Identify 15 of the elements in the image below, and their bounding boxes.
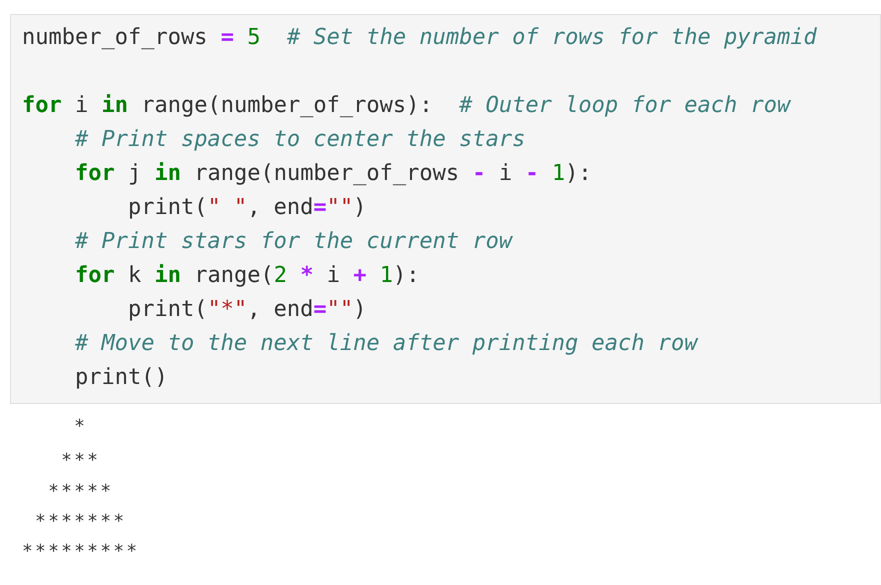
output-line: *** [60,449,100,473]
output-line: ********* [22,540,140,564]
output-line: * [73,415,88,439]
code-line: number_of_rows = 5 # Set the number of rows for the pyramid [22,24,817,52]
code-line: for j in range(number_of_rows - i - 1): [74,160,592,188]
output-line: ***** [47,480,114,504]
code-line: print(" ", end="") [126,194,366,222]
code-line: # Print stars for the current row [74,228,512,256]
code-line: for k in range(2 * i + 1): [74,262,420,290]
code-line: # Print spaces to center the stars [74,126,526,154]
code-line: for i in range(number_of_rows): # Outer loop for each row [22,92,790,120]
code-line: print() [74,364,168,392]
code-line: # Move to the next line after printing each row [74,330,698,358]
output-line: ******* [34,510,126,534]
code-line: print("*", end="") [126,296,366,324]
